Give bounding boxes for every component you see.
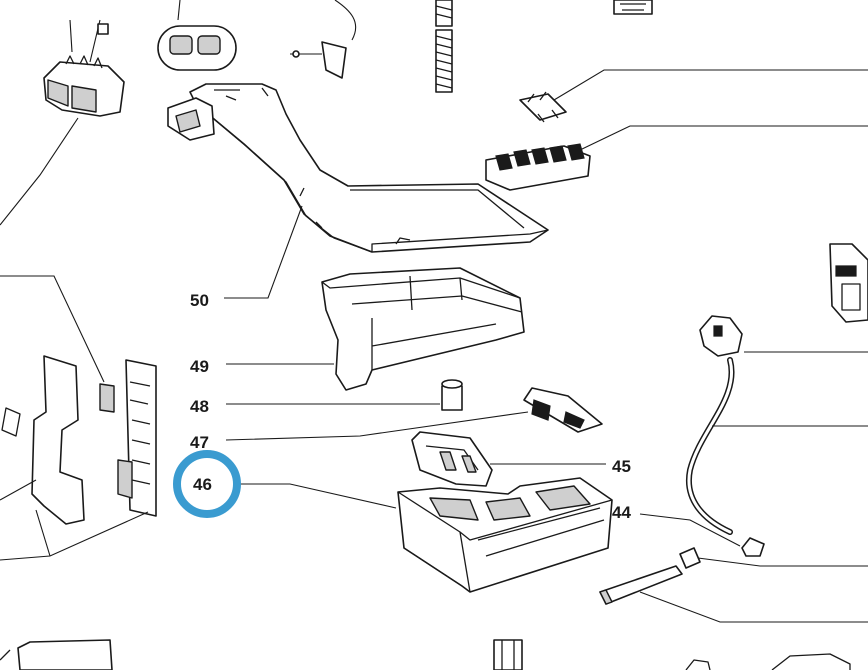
- bracket-top-part[interactable]: [613, 0, 653, 15]
- callout-49: 49: [190, 357, 209, 376]
- sensor-pin-part[interactable]: [290, 0, 357, 79]
- spring-part[interactable]: [435, 0, 453, 93]
- callout-45: 45: [612, 457, 631, 476]
- part-48-cap[interactable]: [226, 379, 463, 411]
- bottom-parts[interactable]: [0, 639, 851, 670]
- part-46-detergent-drawer[interactable]: [240, 477, 613, 593]
- roller-part[interactable]: [679, 547, 868, 569]
- highlight-ring: [173, 450, 241, 518]
- part-45-siphon-cap[interactable]: [411, 431, 606, 487]
- terminal-block-part[interactable]: [485, 125, 868, 191]
- mains-cable-part[interactable]: [685, 315, 868, 535]
- callout-48: 48: [190, 397, 209, 416]
- connector-block-part[interactable]: [0, 19, 125, 226]
- callout-47: 47: [190, 433, 209, 452]
- callout-50: 50: [190, 291, 209, 310]
- gasket-part[interactable]: [157, 0, 237, 71]
- part-44-knob[interactable]: [639, 513, 765, 557]
- pcb-panel-part[interactable]: [0, 275, 157, 561]
- callout-44: 44: [612, 503, 631, 522]
- right-bracket-part[interactable]: [829, 243, 868, 323]
- small-connector-part[interactable]: [519, 69, 868, 123]
- rod-part[interactable]: [599, 565, 868, 623]
- callout-46: 46: [193, 475, 212, 494]
- part-49-drawer-housing[interactable]: [226, 267, 525, 391]
- part-50-cover-plate[interactable]: [167, 83, 549, 299]
- part-47-lever-plate[interactable]: [225, 387, 603, 441]
